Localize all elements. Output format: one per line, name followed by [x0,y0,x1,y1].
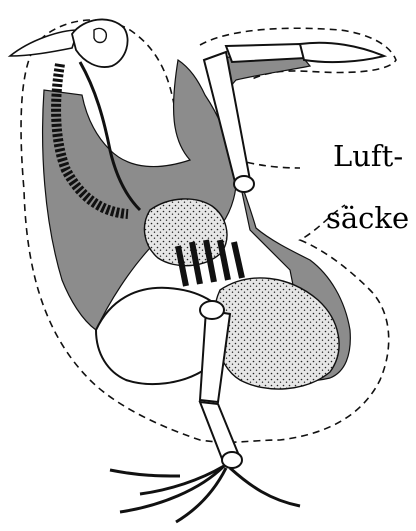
dotted-organ-lungs [144,199,227,266]
skull [10,19,128,67]
air-sacs-label-line1: Luft- [333,139,403,173]
air-sacs-label-line2: säcke [326,201,409,235]
feet [110,466,300,522]
